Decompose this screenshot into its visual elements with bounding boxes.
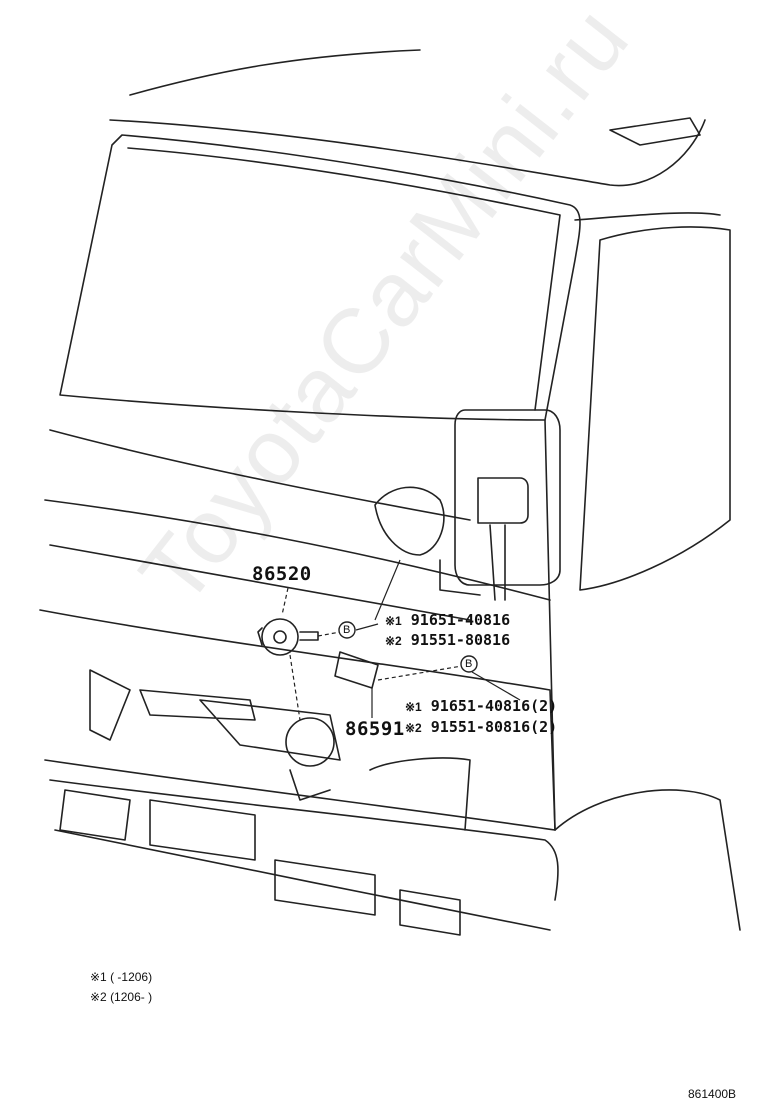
note-mark: ※2 bbox=[405, 721, 422, 735]
note-mark: ※2 bbox=[385, 634, 402, 648]
callout-lower-line2: ※2 91551-80816(2) bbox=[405, 718, 557, 736]
legend-note-1: ※1 ( -1206) bbox=[90, 970, 153, 984]
mirror-inner bbox=[477, 477, 529, 524]
roof-marker-lamp bbox=[609, 117, 701, 146]
part-number-bolt-4[interactable]: 91551-80816(2) bbox=[430, 718, 558, 736]
frame-assembly bbox=[139, 689, 341, 761]
leader-horn-dash bbox=[289, 654, 301, 721]
figure-reference: 861400B bbox=[688, 1087, 737, 1101]
leader-mirror bbox=[374, 559, 401, 621]
bumper-slot-4 bbox=[59, 789, 131, 841]
door-window bbox=[579, 226, 731, 591]
a-pillar bbox=[574, 212, 721, 221]
cab-roof-line bbox=[129, 49, 421, 96]
bumper-slot-3 bbox=[399, 889, 461, 936]
part-number-bracket[interactable]: 86591 bbox=[345, 718, 405, 740]
cowl-line-1 bbox=[49, 429, 471, 521]
bumper-slot-2 bbox=[274, 859, 376, 916]
leader-horn-to-b bbox=[317, 631, 341, 637]
b-marker-lower-label: B bbox=[465, 658, 473, 670]
cowl-line-3 bbox=[49, 544, 471, 621]
fog-lamp bbox=[285, 717, 335, 767]
mirror-stay bbox=[439, 524, 506, 601]
horn-body bbox=[261, 618, 299, 656]
horn-bolt bbox=[299, 631, 319, 641]
bumper-bottom bbox=[54, 829, 551, 931]
callout-lower-line1: ※1 91651-40816(2) bbox=[405, 697, 557, 715]
cab-roof-front bbox=[109, 119, 706, 187]
bumper-top bbox=[49, 779, 559, 901]
fender-lower bbox=[369, 757, 471, 831]
callout-upper-line2: ※2 91551-80816 bbox=[385, 631, 510, 649]
horn-center bbox=[273, 630, 287, 644]
note-mark: ※1 bbox=[385, 614, 402, 628]
part-number-bolt-3[interactable]: 91651-40816(2) bbox=[430, 697, 558, 715]
lamp-bracket bbox=[289, 769, 331, 801]
note-mark: ※1 bbox=[405, 700, 422, 714]
part-number-bolt-2[interactable]: 91551-80816 bbox=[410, 631, 511, 649]
grille-opening bbox=[89, 669, 131, 741]
b-marker-upper bbox=[338, 621, 356, 639]
b-marker-lower bbox=[460, 655, 478, 673]
windshield-outer bbox=[59, 134, 581, 421]
leader-horn bbox=[281, 587, 289, 616]
legend-note-2: ※2 (1206- ) bbox=[90, 990, 153, 1004]
callout-upper-line1: ※1 91651-40816 bbox=[385, 611, 510, 629]
part-number-horn[interactable]: 86520 bbox=[252, 563, 312, 585]
windshield-inner bbox=[127, 147, 561, 411]
b-marker-upper-label: B bbox=[343, 624, 351, 636]
bumper-slot-1 bbox=[149, 799, 256, 861]
mirror-head bbox=[454, 409, 561, 586]
part-number-bolt-1[interactable]: 91651-40816 bbox=[410, 611, 511, 629]
wheel-arch bbox=[554, 789, 741, 931]
leader-bracket-to-b bbox=[377, 664, 469, 681]
leader-upper-callout bbox=[355, 623, 379, 631]
leader-lower-callout bbox=[471, 671, 521, 701]
cowl-line-2 bbox=[44, 499, 551, 601]
under-mirror bbox=[374, 486, 445, 556]
horn-terminal bbox=[257, 627, 263, 646]
front-panel bbox=[39, 609, 556, 831]
